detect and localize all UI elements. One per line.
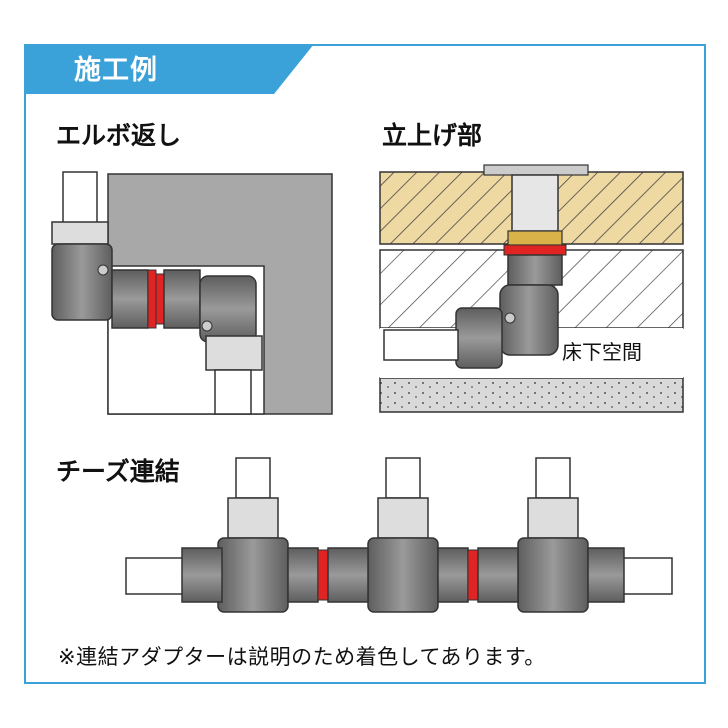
tab-label: 施工例 [74, 55, 158, 86]
adapter-ring [317, 549, 329, 601]
adapter-ring [503, 244, 567, 256]
tee-fitting [477, 457, 625, 613]
pipe [621, 557, 673, 595]
footnote: ※連結アダプターは説明のため着色してあります。 [58, 645, 546, 669]
riser-illustration [379, 164, 684, 413]
floor-cover [483, 164, 589, 176]
heading-tee-connection: チーズ連結 [56, 457, 180, 486]
riser-socket [511, 174, 559, 232]
elbow-fitting [51, 243, 113, 321]
adapter-ring [467, 549, 479, 601]
concrete-slab [379, 377, 684, 413]
elbow-fitting [199, 275, 257, 343]
elbow-return-illustration [51, 171, 333, 415]
heading-riser: 立上げ部 [382, 121, 483, 150]
tee-fitting [181, 457, 319, 613]
heading-elbow-return: エルボ返し [56, 121, 182, 150]
tee-connection-illustration [125, 457, 673, 613]
pipe [125, 557, 191, 595]
section-tab [24, 44, 314, 94]
underfloor-space-label: 床下空間 [562, 340, 642, 364]
pipe [383, 329, 459, 361]
pipe [214, 369, 252, 415]
tee-fitting [327, 457, 469, 613]
adapter-ring [147, 269, 157, 329]
